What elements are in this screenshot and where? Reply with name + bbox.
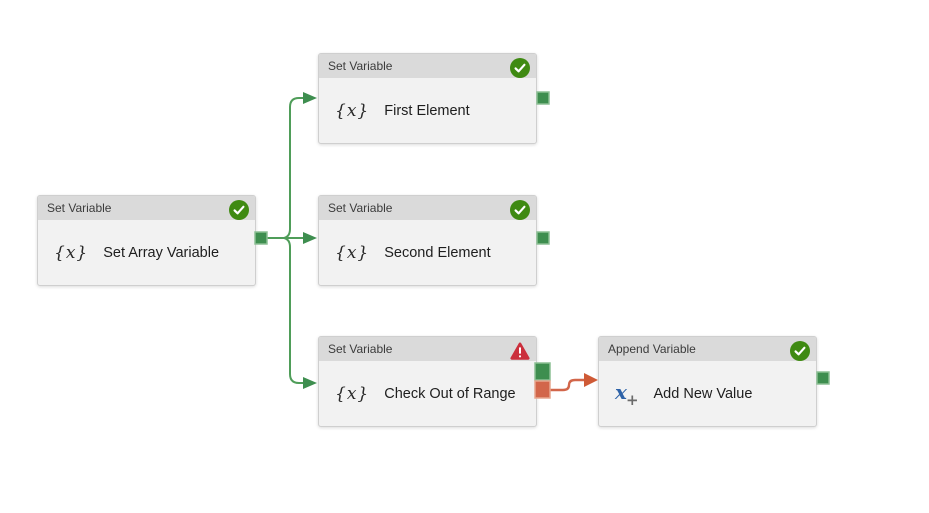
connection-error-to-add-new-value[interactable]: [550, 378, 584, 392]
node-add-new-value[interactable]: Append Variable x+ Add New Value: [598, 336, 817, 427]
node-check-out-of-range[interactable]: Set Variable {x} Check Out of Range: [318, 336, 537, 427]
node-header: Append Variable: [599, 337, 816, 361]
arrowhead-check-out-of-range: [303, 377, 317, 389]
node-header: Set Variable: [319, 54, 536, 78]
connection-to-first-element[interactable]: [283, 97, 303, 239]
node-body: {x} Set Array Variable: [38, 220, 255, 286]
node-label: Check Out of Range: [384, 386, 516, 402]
node-header-title: Append Variable: [608, 342, 696, 356]
output-port-check-out-of-range[interactable]: [534, 362, 551, 381]
error-port-check-out-of-range[interactable]: [534, 380, 551, 399]
output-port-first-element[interactable]: [536, 91, 550, 105]
node-label: Add New Value: [653, 386, 753, 402]
node-first-element[interactable]: Set Variable {x} First Element: [318, 53, 537, 144]
node-label: Set Array Variable: [103, 245, 220, 261]
success-icon: [510, 200, 530, 220]
arrowhead-first-element: [303, 92, 317, 104]
success-icon: [790, 341, 810, 361]
node-label: Second Element: [384, 245, 491, 261]
output-port-set-array-variable[interactable]: [254, 231, 268, 245]
set-variable-icon: {x}: [335, 243, 370, 263]
connection-to-check-out-of-range[interactable]: [283, 237, 303, 384]
output-port-add-new-value[interactable]: [816, 371, 830, 385]
set-variable-icon: {x}: [54, 243, 89, 263]
success-icon: [229, 200, 249, 220]
arrowhead-add-new-value: [584, 373, 598, 387]
set-variable-icon: {x}: [335, 101, 370, 121]
output-port-second-element[interactable]: [536, 231, 550, 245]
set-variable-icon: {x}: [335, 384, 370, 404]
node-header: Set Variable: [319, 337, 536, 361]
success-icon: [510, 58, 530, 78]
node-header-title: Set Variable: [328, 201, 393, 215]
node-header-title: Set Variable: [328, 59, 393, 73]
node-second-element[interactable]: Set Variable {x} Second Element: [318, 195, 537, 286]
node-header: Set Variable: [319, 196, 536, 220]
node-body: {x} Second Element: [319, 220, 536, 286]
node-body: x+ Add New Value: [599, 361, 816, 427]
node-label: First Element: [384, 103, 470, 119]
node-body: {x} Check Out of Range: [319, 361, 536, 427]
append-variable-icon: x+: [615, 379, 639, 409]
node-header-title: Set Variable: [328, 342, 393, 356]
node-set-array-variable[interactable]: Set Variable {x} Set Array Variable: [37, 195, 256, 286]
node-header: Set Variable: [38, 196, 255, 220]
node-header-title: Set Variable: [47, 201, 112, 215]
node-body: {x} First Element: [319, 78, 536, 144]
warning-icon: [510, 341, 530, 361]
arrowhead-second-element: [303, 232, 317, 244]
